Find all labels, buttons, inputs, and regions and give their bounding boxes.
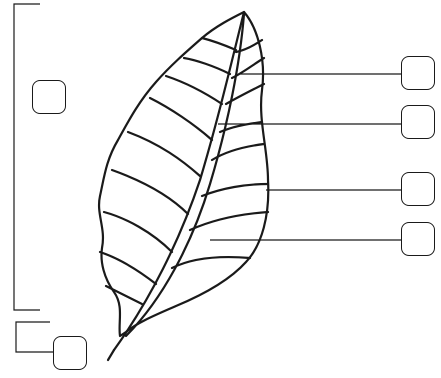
leaf-vein (104, 212, 172, 252)
leaf-vein (202, 38, 236, 50)
petiole-bracket (16, 322, 54, 352)
leaf-vein (128, 132, 200, 176)
label-box-blade[interactable] (401, 222, 435, 256)
label-box-whole-leaf[interactable] (32, 80, 66, 114)
label-box-petiole[interactable] (53, 336, 87, 370)
label-box-margin[interactable] (401, 172, 435, 206)
whole-leaf-bracket (14, 4, 40, 310)
leaf-midrib-inner (126, 14, 244, 336)
leaf-vein (184, 58, 230, 74)
leaf-vein (100, 252, 156, 284)
label-box-vein[interactable] (401, 56, 435, 90)
leaf-vein (202, 184, 268, 196)
leaf-vein (190, 212, 268, 230)
leaf-petiole (108, 350, 114, 360)
leaf-vein (166, 76, 222, 104)
leaf-vein (172, 257, 250, 268)
leaf-vein (112, 170, 188, 214)
label-box-midrib[interactable] (401, 105, 435, 139)
leaf-vein (150, 98, 212, 140)
leaf-vein (106, 286, 142, 304)
